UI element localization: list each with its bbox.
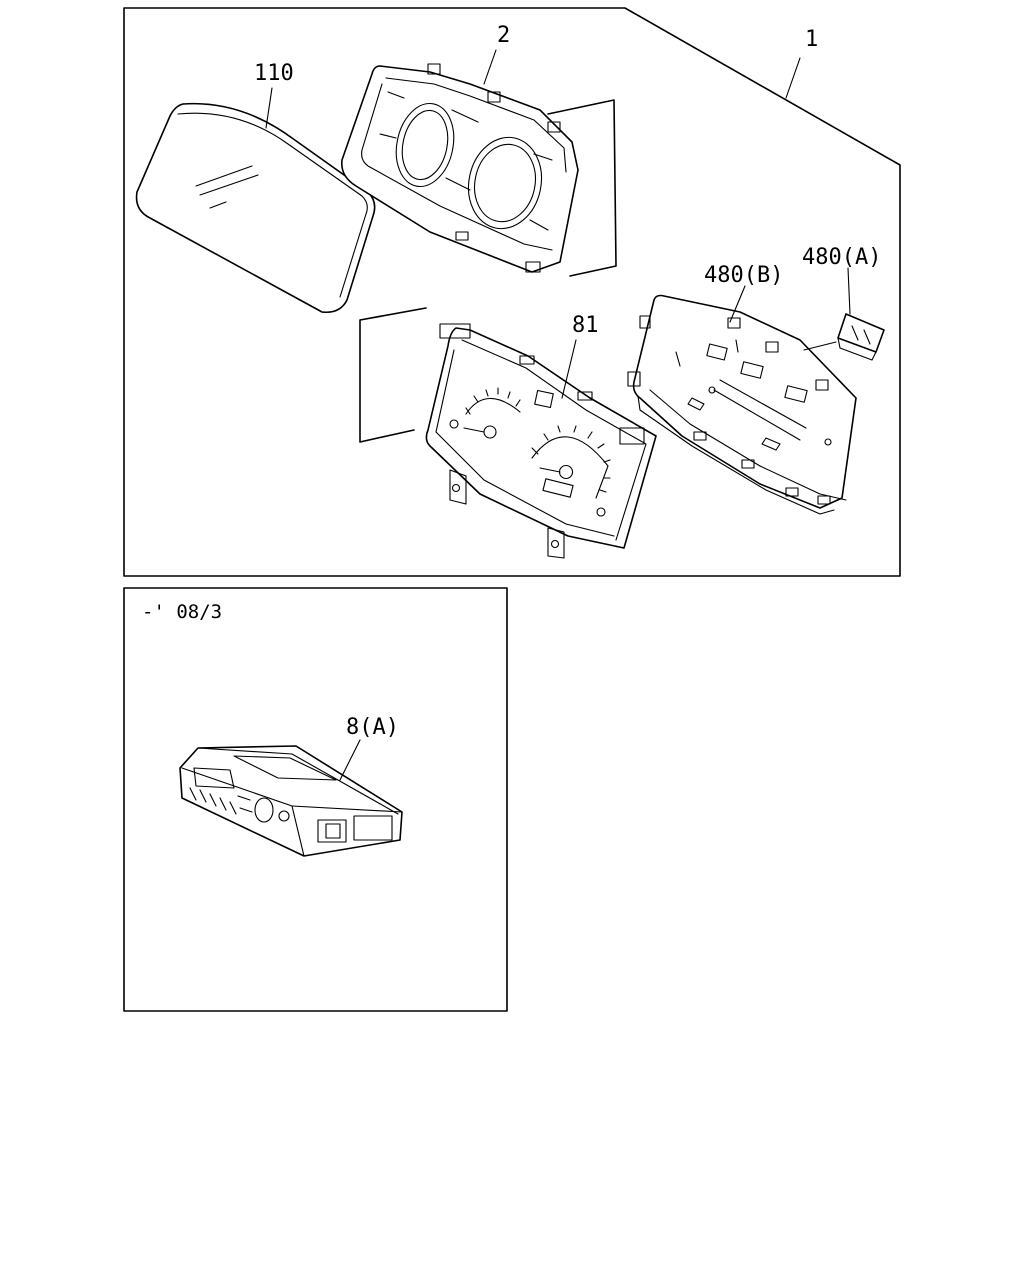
callout-480b: 480(B): [704, 263, 783, 288]
small-board-part: [837, 313, 885, 361]
leader-81: [561, 339, 577, 399]
callout-110: 110: [254, 61, 294, 86]
dial-plate-part: [425, 323, 657, 559]
bracket-right: [547, 99, 617, 277]
leader-480b: [729, 285, 746, 323]
callout-81: 81: [572, 313, 599, 338]
inset-note: -' 08/3: [142, 601, 222, 623]
callout-480a: 480(A): [802, 245, 881, 270]
circuit-board-part: [627, 294, 857, 515]
lens-part: [135, 102, 376, 314]
assembly-frame: [123, 7, 901, 577]
callout-8a: 8(A): [346, 715, 399, 740]
leader-480a-left: [803, 341, 837, 351]
leader-2: [483, 49, 497, 85]
leader-1: [785, 57, 801, 99]
leader-480a-up: [847, 267, 851, 315]
control-module-part: [179, 745, 403, 857]
bracket-left: [359, 307, 427, 443]
callout-2: 2: [497, 23, 510, 48]
inset-frame: [123, 587, 508, 1012]
callout-1: 1: [805, 27, 818, 52]
leader-110: [265, 87, 273, 129]
bezel-part: [340, 63, 579, 273]
leader-8a: [339, 739, 361, 781]
